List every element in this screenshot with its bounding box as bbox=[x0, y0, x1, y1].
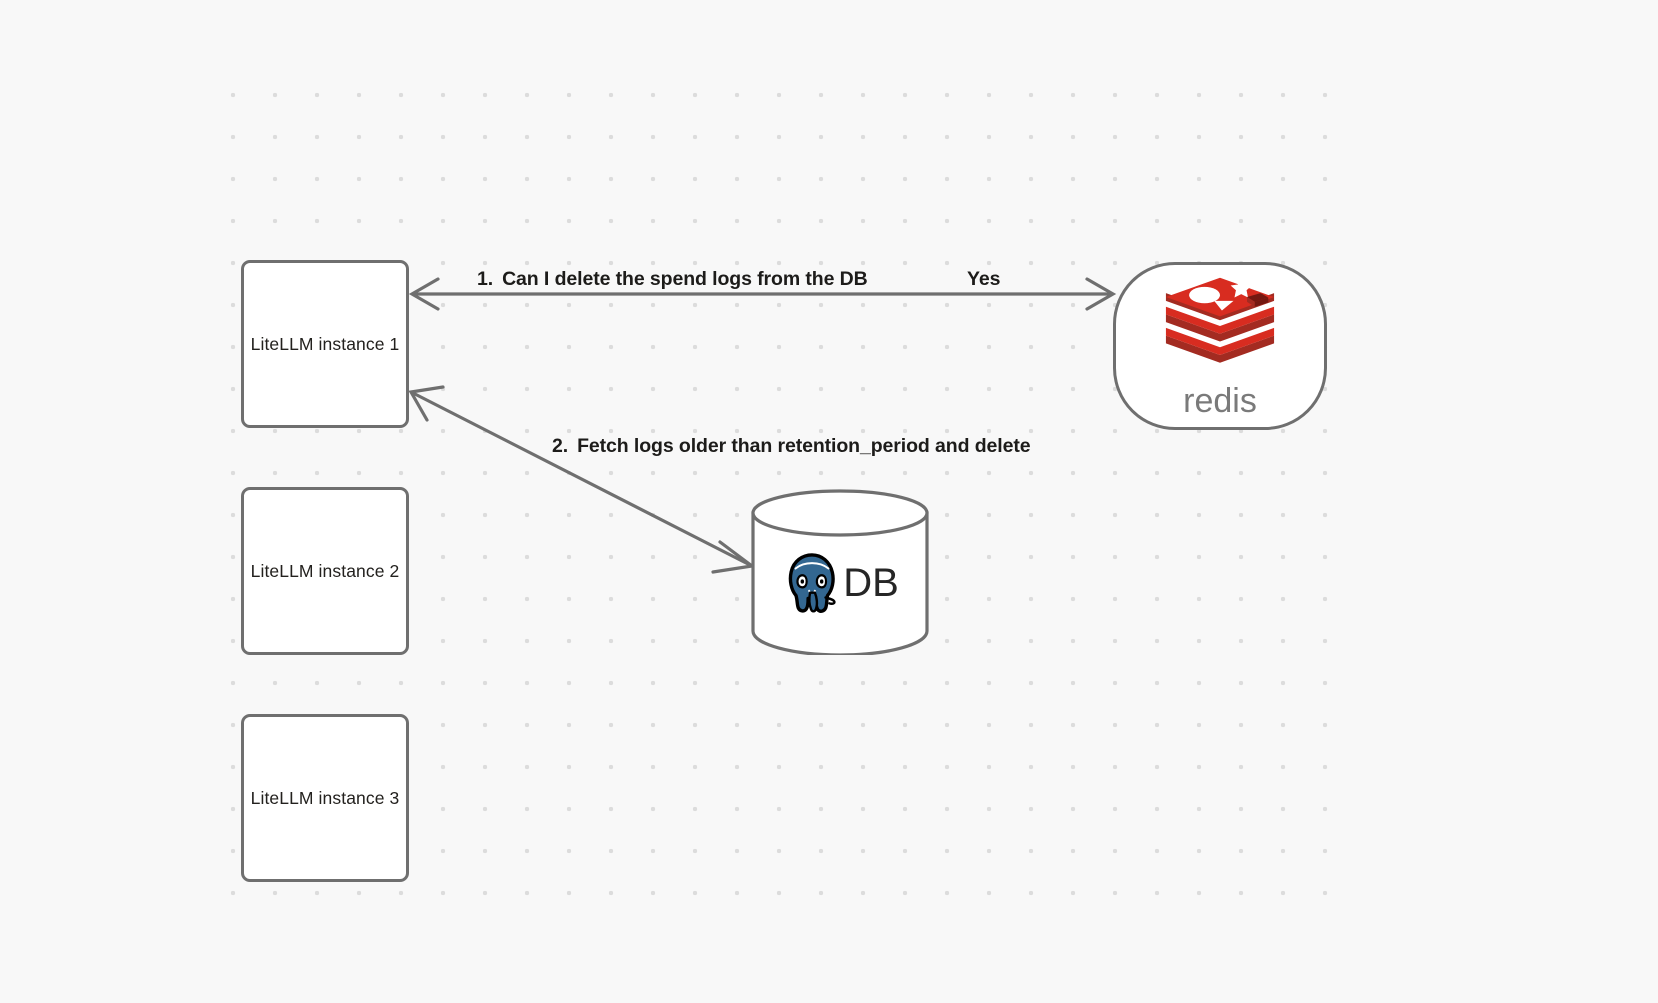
node-litellm-instance-3-label: LiteLLM instance 3 bbox=[250, 787, 400, 808]
postgresql-elephant-icon bbox=[788, 553, 836, 613]
node-litellm-instance-1[interactable]: LiteLLM instance 1 bbox=[241, 260, 409, 428]
database-logo-group: DB bbox=[749, 535, 931, 631]
redis-logo-icon bbox=[1165, 277, 1275, 363]
cylinder-shape bbox=[751, 489, 929, 655]
edge-2-connector[interactable] bbox=[408, 385, 757, 574]
edge-1-label: 1. Can I delete the spend logs from the D… bbox=[477, 268, 868, 291]
database-label: DB bbox=[843, 561, 899, 605]
node-database[interactable]: DB bbox=[749, 489, 931, 655]
redis-wordmark-text: redis bbox=[1183, 382, 1257, 420]
edge-2-number: 2. bbox=[552, 435, 569, 457]
node-redis[interactable]: redis bbox=[1113, 262, 1327, 430]
edge-2-label: 2. Fetch logs older than retention_period… bbox=[552, 435, 1031, 458]
node-litellm-instance-2[interactable]: LiteLLM instance 2 bbox=[241, 487, 409, 655]
node-litellm-instance-1-label: LiteLLM instance 1 bbox=[250, 333, 400, 354]
edge-1-number: 1. bbox=[477, 268, 494, 290]
edge-2-text: Fetch logs older than retention_period a… bbox=[577, 435, 1031, 457]
node-litellm-instance-2-label: LiteLLM instance 2 bbox=[250, 560, 400, 581]
redis-wordmark: redis bbox=[1183, 382, 1257, 420]
edge-1-text: Can I delete the spend logs from the DB bbox=[502, 268, 868, 290]
edge-1-reply-label: Yes bbox=[967, 268, 1001, 290]
node-litellm-instance-3[interactable]: LiteLLM instance 3 bbox=[241, 714, 409, 882]
edge-1-connector[interactable] bbox=[408, 277, 1117, 311]
